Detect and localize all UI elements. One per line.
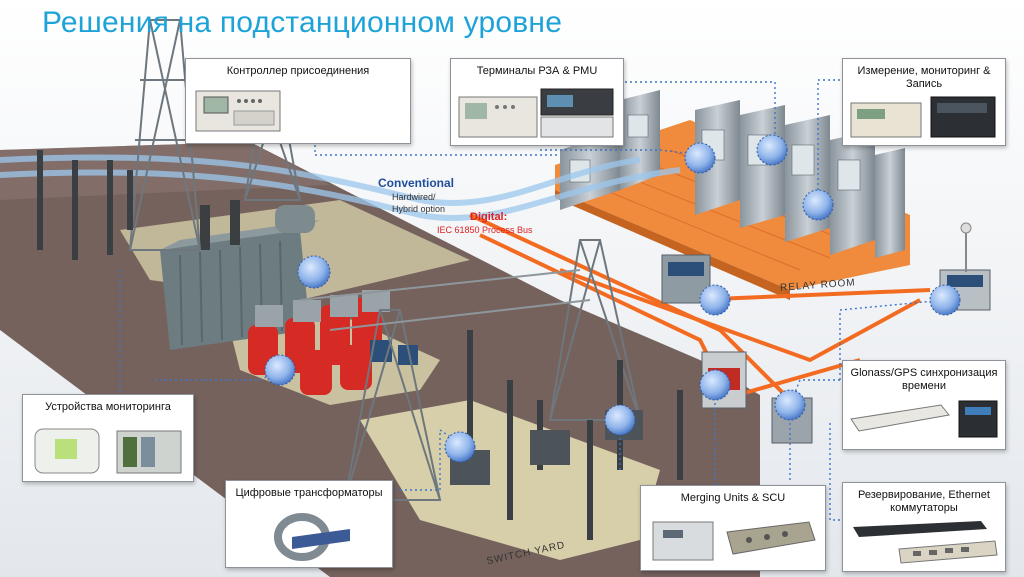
card-title: Контроллер присоединения	[226, 65, 370, 77]
card-gps-sync: Glonass/GPS синхронизация времени	[842, 360, 1006, 450]
digital-label: Digital:	[470, 211, 508, 223]
merging-unit-devices-icon	[652, 521, 816, 561]
relay-room-floor-edge	[555, 190, 790, 300]
protection-terminal-devices-icon	[458, 88, 614, 138]
conventional-sub1: Hardwired/	[392, 192, 436, 202]
card-title: Glonass/GPS синхронизация времени	[850, 367, 998, 392]
card-title: Терминалы РЗА & PMU	[476, 65, 598, 77]
gas-insulated-switchgear	[248, 290, 418, 395]
monitoring-devices-icon	[34, 428, 182, 474]
card-merging-units: Merging Units & SCU	[640, 485, 826, 571]
card-title: Измерение, мониторинг & Запись	[857, 65, 991, 90]
measurement-recorder-devices-icon	[850, 96, 996, 138]
bay-controller-device-icon	[195, 90, 281, 132]
digital-sub-label: IEC 61850 Process Bus	[437, 225, 533, 235]
card-title: Резервирование, Ethernet коммутаторы	[858, 489, 990, 514]
card-measurement: Измерение, мониторинг & Запись	[842, 58, 1006, 146]
card-digital-transformers: Цифровые трансформаторы	[225, 480, 393, 568]
conventional-label: Conventional	[378, 176, 455, 190]
field-cabinets	[661, 222, 991, 444]
card-title: Merging Units & SCU	[680, 492, 786, 504]
page-title: Решения на подстанционном уровне	[42, 6, 563, 39]
conventional-sub2: Hybrid option	[392, 204, 446, 214]
hardwired-bus	[0, 154, 681, 221]
card-title: Цифровые трансформаторы	[235, 487, 383, 499]
ethernet-switch-devices-icon	[853, 521, 998, 564]
card-title: Устройства мониторинга	[45, 401, 171, 413]
gps-clock-devices-icon	[850, 400, 998, 438]
card-redundancy: Резервирование, Ethernet коммутаторы	[842, 482, 1006, 572]
sensor-nodes	[264, 134, 961, 463]
card-monitoring-devices: Устройства мониторинга	[22, 394, 194, 482]
card-protection-terminals: Терминалы РЗА & PMU	[450, 58, 624, 146]
optical-ct-icon	[274, 513, 350, 561]
card-bay-controller: Контроллер присоединения	[185, 58, 411, 144]
